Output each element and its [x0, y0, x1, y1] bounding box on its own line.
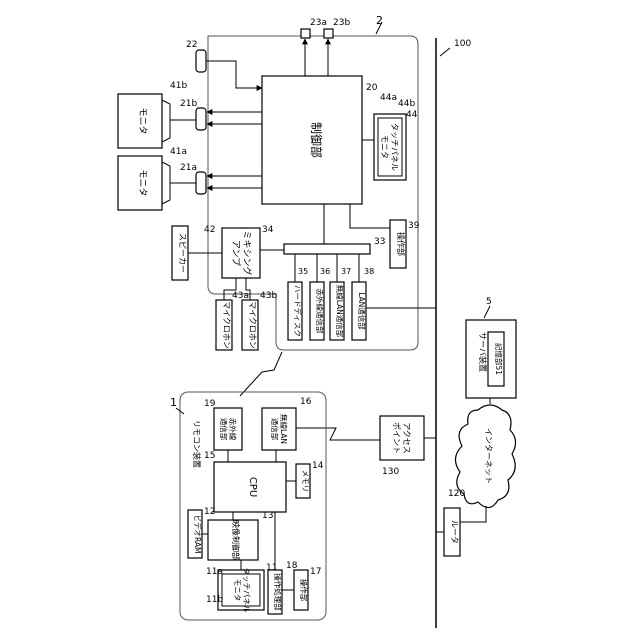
ref-19: 19	[204, 399, 216, 409]
ref-14: 14	[312, 461, 324, 471]
ref-remote-1: 1	[170, 396, 177, 409]
terminal-23a	[301, 29, 310, 38]
hard-disk-label: ハードディスク	[293, 285, 303, 337]
ref-23a: 23a	[310, 18, 327, 28]
ref-11a: 11a	[206, 567, 223, 577]
ref-15: 15	[204, 451, 215, 461]
terminal-22	[196, 50, 206, 72]
ref-34: 34	[262, 225, 274, 235]
speaker-label: スピーカー	[178, 233, 187, 273]
ref-23b: 23b	[333, 18, 350, 28]
op-processing-label: 操作処理部	[273, 573, 283, 611]
ref-38: 38	[364, 267, 374, 276]
ref-16: 16	[300, 397, 312, 407]
terminal-23b	[324, 29, 333, 38]
ref-42: 42	[204, 225, 215, 235]
router-label: ルータ	[450, 520, 459, 544]
ref-36: 36	[320, 267, 330, 276]
ref-44a: 44a	[380, 93, 397, 103]
video-ram-label: ビデオRAM	[193, 514, 203, 553]
memory-label: メモリ	[301, 470, 310, 493]
ref-33: 33	[374, 237, 385, 247]
ref-5: 5	[486, 297, 492, 307]
arrow-22-to-control	[206, 61, 262, 88]
leader-100	[440, 48, 450, 56]
terminal-21a	[196, 172, 206, 194]
remote-ir-label: 赤外線通信部	[219, 418, 238, 441]
wireless-link-wlan	[296, 428, 380, 440]
ref-120: 120	[448, 489, 465, 499]
control-unit-label: 制御部	[309, 122, 324, 158]
monitor-41a-stand	[162, 162, 170, 204]
ref-43b: 43b	[260, 291, 277, 301]
ref-130: 130	[382, 467, 399, 477]
touch-panel-44	[374, 114, 406, 180]
monitor-41a-label: モニタ	[137, 169, 148, 196]
ref-17: 17	[310, 567, 321, 577]
monitor-41b-label: モニタ	[137, 107, 148, 134]
internet-label: インターネット	[484, 428, 493, 484]
ir-comm-label: 赤外線通信部	[315, 289, 325, 334]
ref-100: 100	[454, 39, 471, 49]
ref-21b: 21b	[180, 99, 197, 109]
cpu-label: CPU	[247, 477, 258, 497]
ref-44b: 44b	[398, 99, 415, 109]
ref-12: 12	[204, 507, 215, 517]
server-label: サーバ装置	[478, 332, 488, 372]
ref-39: 39	[408, 221, 420, 231]
ref-device-2: 2	[376, 14, 383, 27]
wireless-link-ir	[240, 352, 282, 396]
ref-41a: 41a	[170, 147, 187, 157]
mixing-amp-34	[222, 228, 260, 278]
ref-44: 44	[406, 110, 418, 120]
access-point-label: アクセスポイント	[392, 422, 411, 454]
microphone-43a-label: マイクロホン	[222, 301, 231, 349]
ref-21a: 21a	[180, 163, 197, 173]
ref-37: 37	[341, 267, 351, 276]
wlan-comm-label: 無線LAN通信部	[335, 285, 345, 338]
terminal-21b	[196, 108, 206, 130]
ref-35: 35	[298, 267, 308, 276]
remote-wlan-label: 無線LAN通信部	[270, 414, 289, 444]
monitor-41b-stand	[162, 100, 170, 142]
video-control-label: 映像制御部	[231, 520, 241, 560]
microphone-43b-label: マイクロホン	[248, 301, 257, 349]
link-cloud-router	[460, 506, 486, 522]
remote-title: リモコン装置	[192, 420, 202, 468]
hub-33	[284, 244, 370, 254]
storage-label: 記憶部51	[494, 343, 504, 375]
ref-control: 20	[366, 83, 378, 93]
operation-unit-39-label: 操作部	[396, 232, 406, 256]
access-point-130	[380, 416, 424, 460]
remote-operation-label: 操作部	[299, 579, 309, 602]
lan-comm-label: LAN通信部	[357, 292, 367, 330]
leader-5	[484, 306, 490, 318]
ref-13: 13	[262, 511, 273, 521]
ref-22: 22	[186, 40, 197, 50]
ref-41b: 41b	[170, 81, 187, 91]
ref-11b: 11b	[206, 595, 223, 605]
